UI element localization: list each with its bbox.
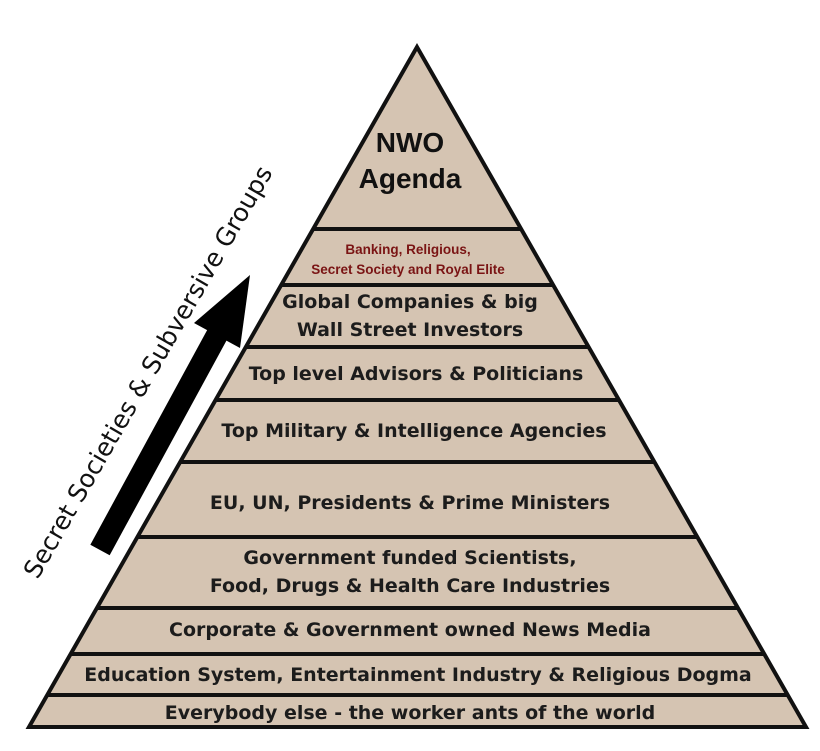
level-line-2: Food, Drugs & Health Care Industries [209,575,611,597]
level-line-1: Government funded Scientists, [243,547,577,569]
apex-line-1: NWO [375,127,445,158]
level-presidents-ministers: EU, UN, Presidents & Prime Ministers [0,489,820,517]
arrow-head [194,275,250,348]
level-news-media: Corporate & Government owned News Media [0,616,820,644]
band-scientists-industries [96,537,738,608]
elite-line-1: Banking, Religious, [345,242,471,257]
apex-line-2: Agenda [358,163,462,194]
band-presidents-ministers [137,462,698,537]
arrow-shaft [90,329,227,556]
band-apex [313,47,522,229]
level-line-2: Wall Street Investors [296,319,524,341]
band-news-media [70,608,765,654]
level-line-1: Everybody else - the worker ants of the … [164,702,656,724]
band-elite [281,229,554,285]
level-everybody-else: Everybody else - the worker ants of the … [0,699,820,727]
level-line-1: Global Companies & big [282,291,538,313]
band-military-intelligence [180,400,655,462]
upward-arrow [90,275,250,556]
level-global-companies: Global Companies & big Wall Street Inves… [0,288,820,344]
pyramid-outline [25,42,810,729]
band-everybody-else [29,695,806,727]
apex-label: NWO Agenda [0,125,820,197]
band-advisors-politicians [215,347,619,400]
level-line-1: Corporate & Government owned News Media [169,619,651,641]
level-advisors-politicians: Top level Advisors & Politicians [6,360,820,388]
level-military-intelligence: Top Military & Intelligence Agencies [4,417,820,445]
band-education-entertainment [47,654,788,695]
level-line-1: Top Military & Intelligence Agencies [221,420,607,442]
elite-label: Banking, Religious, Secret Society and R… [0,240,818,280]
level-education-entertainment: Education System, Entertainment Industry… [8,661,820,689]
level-line-1: EU, UN, Presidents & Prime Ministers [209,492,611,514]
elite-line-2: Secret Society and Royal Elite [311,262,505,277]
band-global-companies [245,285,589,347]
level-line-1: Education System, Entertainment Industry… [84,664,752,686]
level-scientists-industries: Government funded Scientists, Food, Drug… [0,544,820,600]
level-line-1: Top level Advisors & Politicians [248,363,584,385]
